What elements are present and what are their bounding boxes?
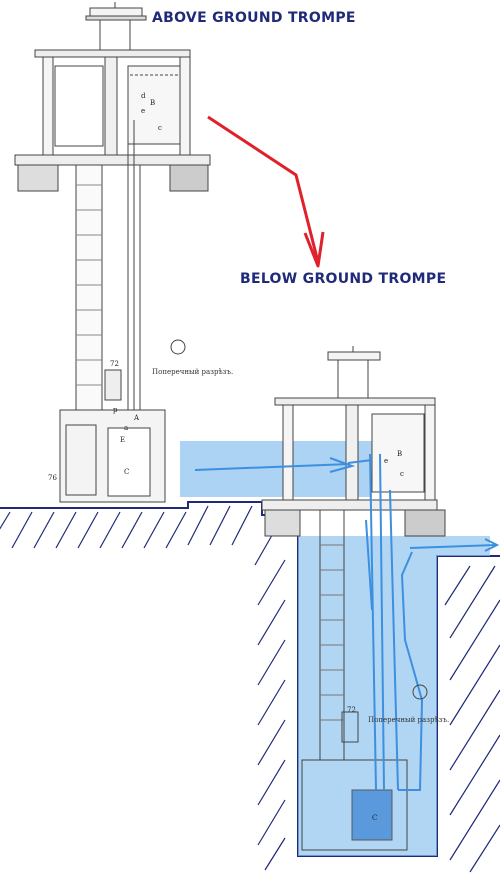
- right-label-B: B: [397, 450, 402, 458]
- ground-hatching: [0, 505, 500, 873]
- label-A: A: [133, 414, 140, 422]
- top-pulley-frame: [85, 2, 147, 50]
- right-upper-tank-frame: [261, 397, 446, 537]
- caption-cross-section-right: Поперечный разрѣзъ.: [368, 716, 450, 724]
- label-d: d: [141, 92, 146, 100]
- left-bottom-chamber: [59, 369, 166, 503]
- label-e: e: [141, 107, 145, 115]
- below-ground-trompe: [261, 346, 446, 851]
- label-72: 72: [110, 360, 119, 368]
- right-label-c: c: [400, 470, 404, 478]
- transition-arrow: [207, 115, 325, 268]
- above-ground-labels: B d e c A a p E C 72 76: [48, 92, 162, 482]
- title-above-ground: ABOVE GROUND TROMPE: [152, 10, 356, 26]
- right-label-C: C: [372, 814, 377, 822]
- right-label-72: 72: [347, 706, 356, 714]
- left-shaft: [75, 120, 141, 421]
- label-E: E: [120, 436, 125, 444]
- title-below-ground: BELOW GROUND TROMPE: [240, 271, 447, 287]
- above-ground-trompe: [14, 2, 211, 503]
- label-a: a: [124, 424, 128, 432]
- right-label-e: e: [384, 457, 388, 465]
- right-top-pulley-frame: [327, 346, 381, 398]
- label-C: C: [124, 468, 129, 476]
- label-76: 76: [48, 474, 57, 482]
- label-p: p: [113, 406, 118, 414]
- right-section-marker: [412, 684, 428, 700]
- label-c: c: [158, 124, 162, 132]
- caption-cross-section-left: Поперечный разрѣзъ.: [152, 368, 234, 376]
- below-ground-labels: B e c 72 C: [347, 450, 404, 822]
- label-B: B: [150, 99, 155, 107]
- upper-tank-frame: [14, 49, 211, 192]
- left-section-marker: [170, 339, 186, 355]
- water-flow-lines: [194, 453, 500, 791]
- right-bottom-chamber: [301, 711, 408, 851]
